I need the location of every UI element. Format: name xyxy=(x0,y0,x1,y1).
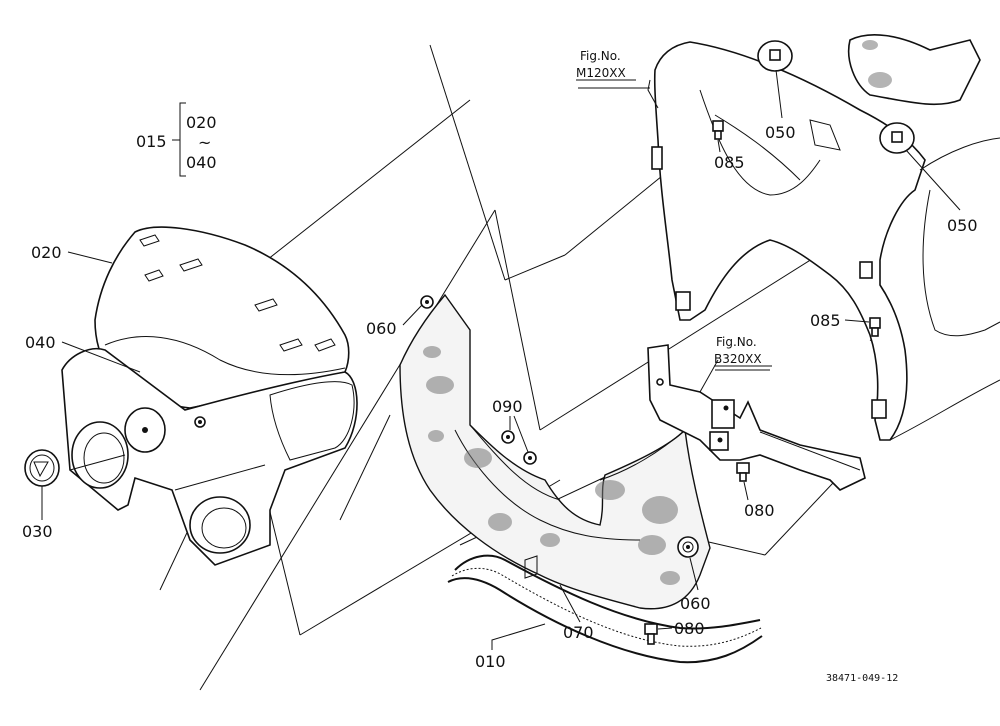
upper-frame-assembly xyxy=(651,41,926,441)
drawing-number: 38471-049-12 xyxy=(826,673,898,684)
callout-080-lower: 080 xyxy=(674,619,705,638)
bolt-060-upper xyxy=(420,295,434,309)
callout-010: 010 xyxy=(475,652,506,671)
figref-lower-label: Fig.No. xyxy=(716,335,757,349)
callout-020: 020 xyxy=(31,243,62,262)
rubber-trim-strip xyxy=(447,554,763,664)
front-grille-frame xyxy=(61,348,358,566)
nut-090-b xyxy=(523,451,537,465)
bolt-085-upper xyxy=(712,120,724,140)
hood-louvres xyxy=(139,234,336,352)
bolt-085-right xyxy=(869,317,881,337)
bolt-080-upper xyxy=(736,462,750,482)
figref-lower-code: B320XX xyxy=(714,352,762,366)
figref-upper-label: Fig.No. xyxy=(580,49,621,63)
right-headlight-opening xyxy=(189,496,251,554)
callout-085-right: 085 xyxy=(810,311,841,330)
ventilation-mesh xyxy=(423,346,680,585)
callout-060-lower: 060 xyxy=(680,594,711,613)
callout-030: 030 xyxy=(22,522,53,541)
leader-lines xyxy=(41,69,961,650)
emblem-badge xyxy=(24,449,60,487)
bolt-060-lower xyxy=(677,536,699,558)
callout-040: 040 xyxy=(25,333,56,352)
callout-070: 070 xyxy=(563,623,594,642)
callout-050-left: 050 xyxy=(765,123,796,142)
callout-050-right: 050 xyxy=(947,216,978,235)
callout-040-range: 040 xyxy=(186,153,217,172)
lower-support-bracket xyxy=(647,344,866,491)
callout-085-upper: 085 xyxy=(714,153,745,172)
emblem-recess xyxy=(124,407,166,453)
callout-020-range: 020 xyxy=(186,113,217,132)
left-headlight-opening xyxy=(71,421,129,489)
callout-060-upper: 060 xyxy=(366,319,397,338)
side-body-panel xyxy=(847,34,1000,441)
bolt-080-lower xyxy=(644,623,658,645)
callout-090: 090 xyxy=(492,397,523,416)
washer-bolt-050-b xyxy=(879,122,915,154)
figref-upper-code: M120XX xyxy=(576,66,626,80)
callout-range-tilde: ~ xyxy=(198,133,211,152)
callout-080-upper: 080 xyxy=(744,501,775,520)
nut-090-a xyxy=(501,430,515,444)
callout-015: 015 xyxy=(136,132,167,151)
washer-bolt-050-a xyxy=(757,40,793,72)
front-skirt-panel xyxy=(399,293,711,610)
